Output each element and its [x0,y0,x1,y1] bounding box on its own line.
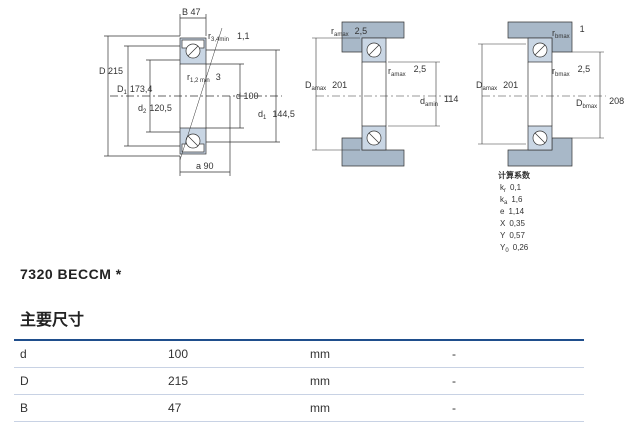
mounting-drawing-housing [478,21,606,167]
label-rbmax-mid: rbmax2,5 [552,64,590,78]
bearing-section-drawing [104,14,282,176]
label-B: B 47 [182,7,201,17]
section-title-main-dimensions: 主要尺寸 [20,312,85,329]
label-d: d 100 [236,91,259,101]
dimension-value: 47 [168,401,182,415]
label-Dbmax: Dbmax208 [576,96,624,110]
dimension-note: - [452,401,456,415]
table-row: B 47 mm - [14,395,584,422]
label-D: D 215 [99,66,123,76]
dimension-value: 215 [168,374,189,388]
table-row: d 100 mm - [14,340,584,368]
dimension-note: - [452,374,456,388]
dimension-note: - [452,347,456,361]
label-damin: damin114 [420,94,458,108]
label-ramax-mid: ramax2,5 [388,64,426,78]
dimension-symbol: d [20,347,27,361]
mounting-drawing-shaft [312,21,452,167]
dimension-value: 100 [168,347,189,361]
dimension-unit: mm [310,347,330,361]
label-rbmax-top: rbmax1 [552,24,585,40]
label-a: a 90 [196,161,214,171]
product-title: 7320 BECCM * [20,266,122,282]
dimension-unit: mm [310,374,330,388]
factors-title: 计算系数 [498,170,531,180]
dimension-symbol: D [20,374,29,388]
dimension-symbol: B [20,401,29,415]
table-row: D 215 mm - [14,368,584,395]
main-dimensions-table: d 100 mm - D 215 mm - B 47 mm - [14,339,584,422]
dimension-unit: mm [310,401,330,415]
